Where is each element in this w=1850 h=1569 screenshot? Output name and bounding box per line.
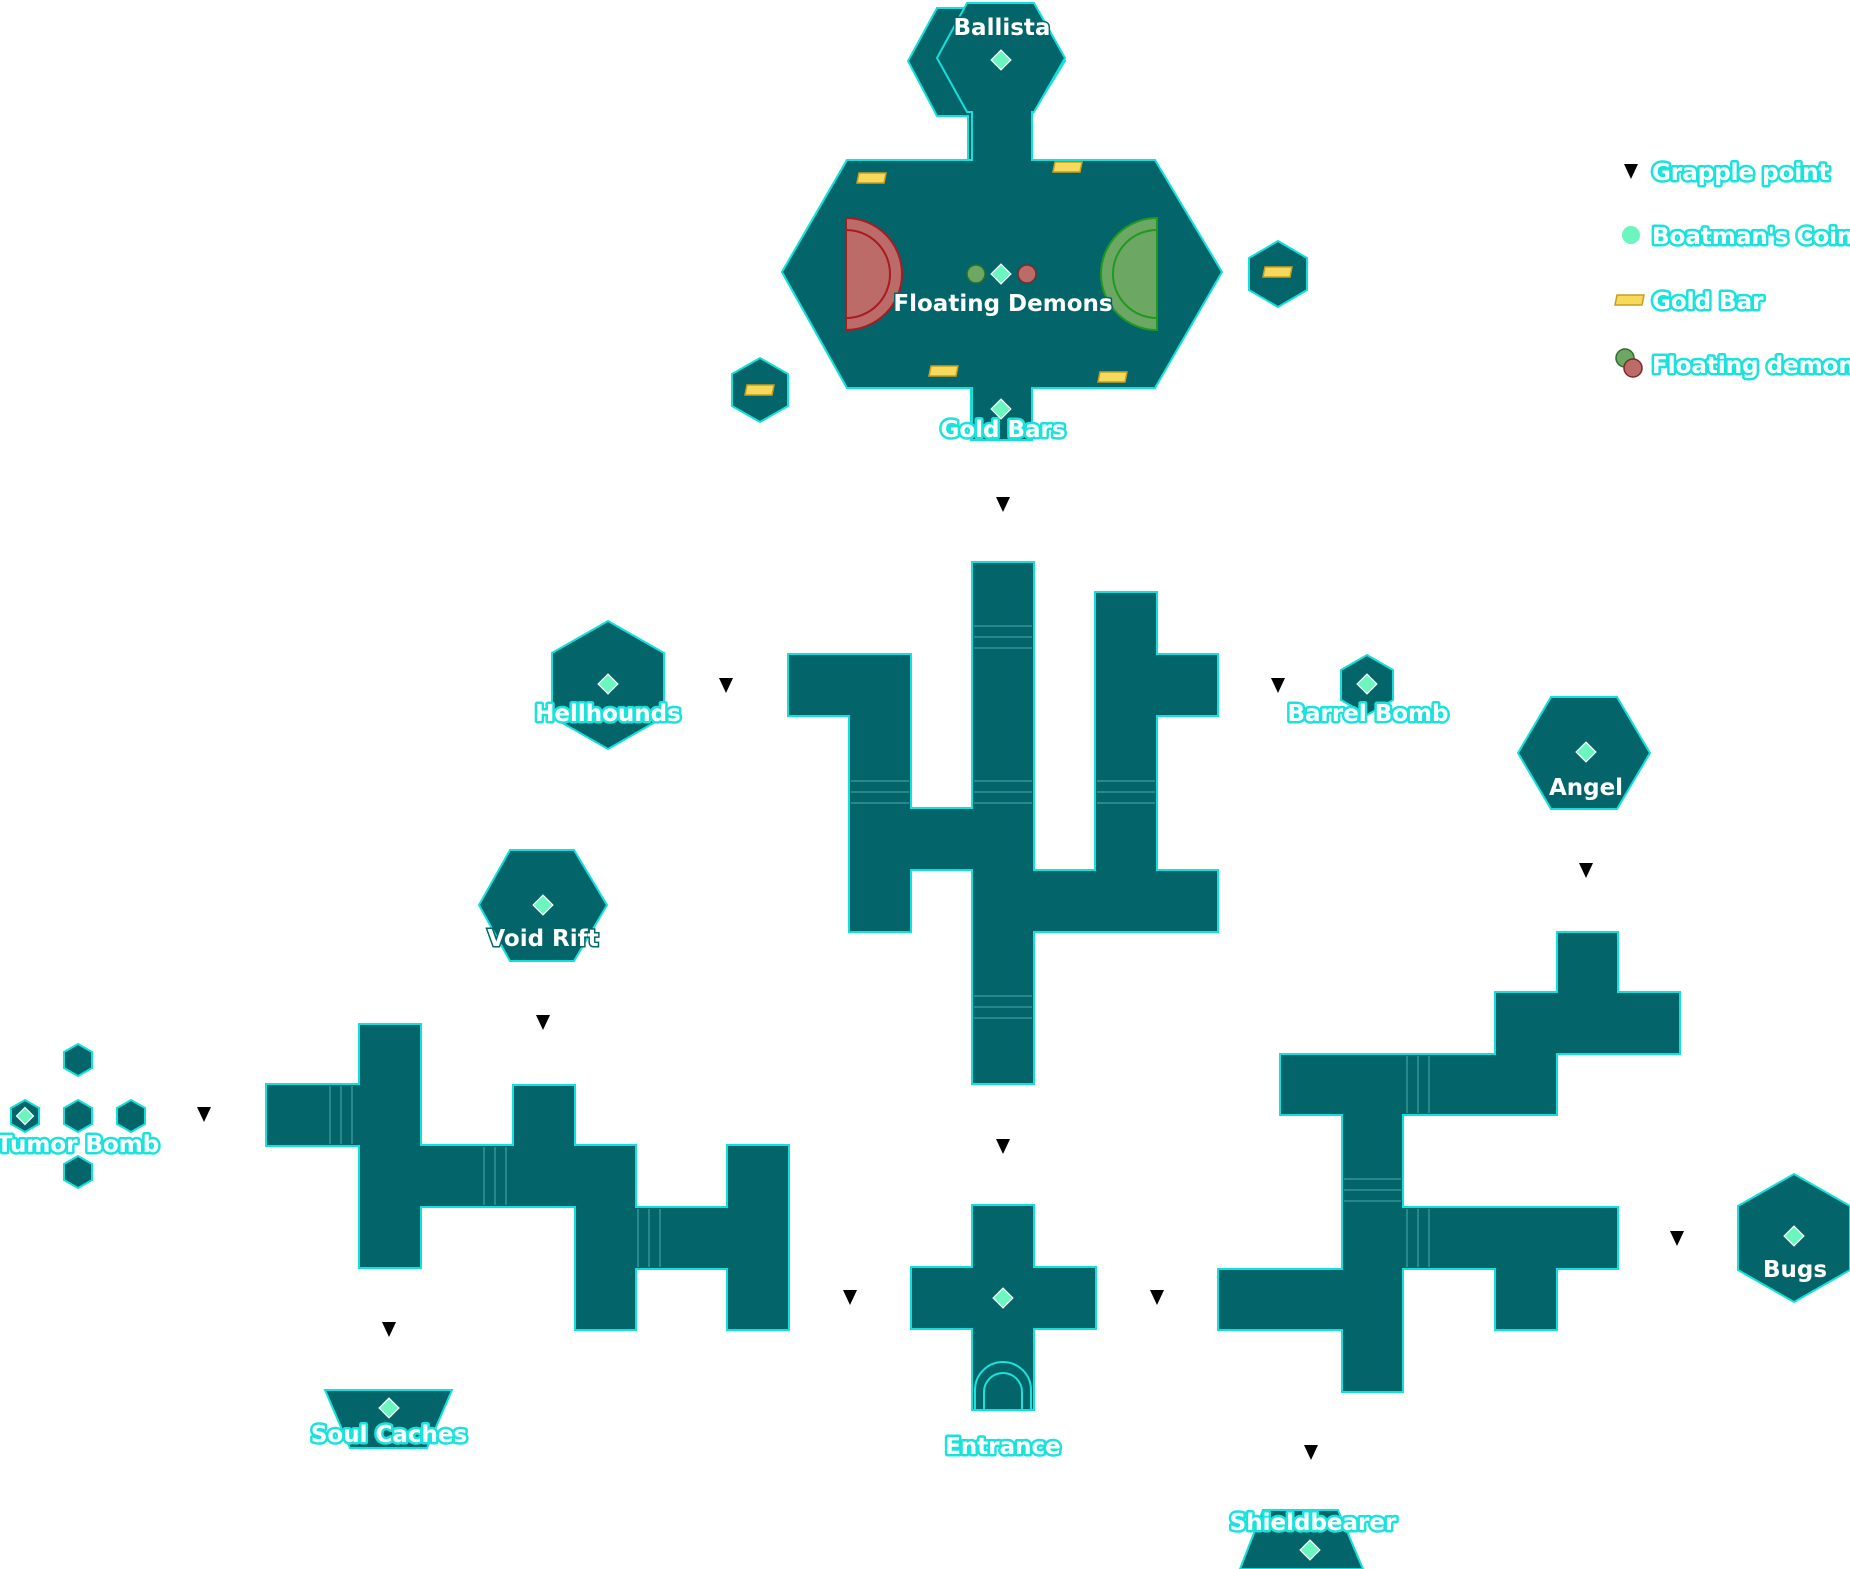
- label-ballista: Ballista: [954, 15, 1051, 41]
- grapple-point-icon: [843, 1290, 857, 1305]
- floating-demon-icon: [1615, 348, 1643, 378]
- grapple-point-icon: [1150, 1290, 1164, 1305]
- grapple-point-icon: [1304, 1445, 1318, 1460]
- legend-gold-bar: Gold Bar: [1652, 289, 1764, 315]
- gold-bar-icon: [856, 172, 887, 184]
- label-bugs: Bugs: [1763, 1257, 1827, 1283]
- grapple-point-icon: [719, 678, 733, 693]
- legend-floating-demon: Floating demon: [1652, 353, 1850, 379]
- grapple-point-icon: [1670, 1231, 1684, 1246]
- grapple-point-icon: [996, 497, 1010, 512]
- boatmans-coin-icon: [990, 263, 1012, 285]
- boatmans-coin-icon: [992, 1287, 1014, 1309]
- boatmans-coin-icon: [1622, 226, 1640, 244]
- room-left-complex: [265, 1023, 790, 1331]
- legend: Grapple point Boatman's Coin Gold Bar Fl…: [1614, 158, 1850, 382]
- room-soul-caches: [323, 1389, 454, 1449]
- gold-bar-icon: [1097, 371, 1128, 383]
- gold-bar-icon: [1052, 161, 1083, 173]
- gold-bar-icon: [928, 365, 959, 377]
- label-barrel-bomb: Barrel Bomb: [1288, 701, 1449, 727]
- gold-bar-icon: [1614, 294, 1645, 306]
- grapple-point-icon: [197, 1107, 211, 1122]
- room-bugs: [1737, 1172, 1850, 1304]
- grapple-point-icon: [1579, 863, 1593, 878]
- label-gold-bars: Gold Bars: [940, 417, 1065, 443]
- label-soul-caches: Soul Caches: [311, 1422, 467, 1448]
- label-floating-demons: Floating Demons: [893, 291, 1112, 317]
- grapple-point-icon: [1624, 164, 1638, 179]
- legend-boatmans-coin: Boatman's Coin: [1652, 224, 1850, 250]
- grapple-point-icon: [382, 1322, 396, 1337]
- label-void-rift: Void Rift: [487, 926, 598, 952]
- room-shieldbearer: [1238, 1509, 1365, 1569]
- label-angel: Angel: [1549, 775, 1623, 801]
- label-tumor-bomb: Tumor Bomb: [0, 1132, 159, 1158]
- room-central-complex: [787, 561, 1219, 1085]
- floating-demon-green: [1100, 216, 1158, 332]
- grapple-point-icon: [996, 1139, 1010, 1154]
- floating-demon-icon: [966, 264, 986, 284]
- room-void-rift: [477, 849, 609, 962]
- room-barrel-bomb: [1340, 653, 1394, 717]
- floating-demon-red: [845, 216, 903, 332]
- grapple-point-icon: [536, 1015, 550, 1030]
- room-right-complex: [1217, 931, 1681, 1393]
- room-angel: [1516, 696, 1652, 810]
- boatmans-coin-icon: [990, 49, 1012, 71]
- floating-demon-icon: [1017, 264, 1037, 284]
- room-hellhounds: [551, 619, 665, 751]
- grapple-point-icon: [1271, 678, 1285, 693]
- room-tumor-bomb: [10, 1042, 146, 1190]
- secret-room-right: [1248, 239, 1308, 309]
- legend-grapple-point: Grapple point: [1652, 160, 1830, 186]
- boatmans-coin-icon: [990, 398, 1012, 420]
- label-entrance: Entrance: [945, 1434, 1061, 1460]
- label-hellhounds: Hellhounds: [535, 701, 681, 727]
- secret-room-left: [731, 356, 789, 424]
- label-shieldbearer: Shieldbearer: [1230, 1510, 1397, 1536]
